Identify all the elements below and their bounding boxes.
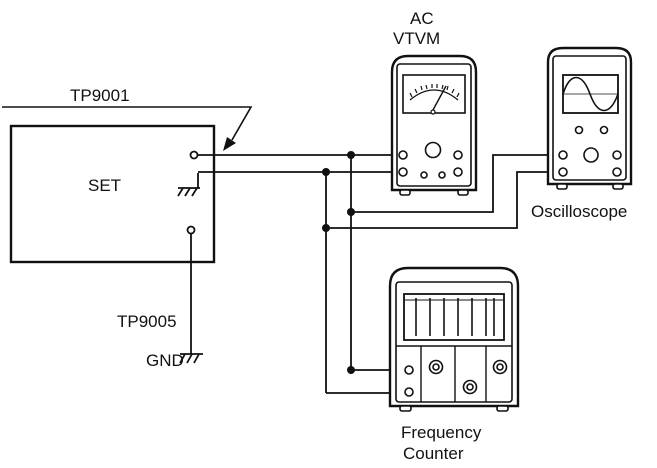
osc-main-knob (583, 147, 599, 163)
osc-ground-terminal (558, 167, 568, 177)
counter-feet (399, 405, 509, 412)
ac-vtvm: AC VTVM (390, 9, 478, 196)
vtvm-knob (453, 167, 463, 177)
frequency-counter-label-line2: Counter (403, 444, 464, 463)
junction-dot (322, 168, 330, 176)
osc-input-terminal (558, 150, 568, 160)
frequency-counter: Frequency Counter (388, 266, 520, 463)
osc-feet (556, 183, 624, 190)
counter-display (403, 293, 505, 341)
vtvm-knob (438, 171, 446, 179)
osc-controls (558, 125, 622, 177)
osc-knob (599, 125, 609, 135)
tp9001-callout: TP9001 (2, 86, 253, 151)
counter-ground-terminal (404, 387, 414, 397)
counter-digit-segments (404, 298, 504, 336)
vtvm-meter-window (402, 74, 466, 114)
ac-vtvm-label-line1: AC (410, 9, 434, 28)
osc-knob (574, 125, 584, 135)
vtvm-input-terminal (398, 150, 408, 160)
vtvm-feet (399, 189, 469, 196)
junction-dot (322, 224, 330, 232)
set-label: SET (88, 176, 121, 195)
oscilloscope: Oscilloscope (531, 46, 633, 221)
meter-gauge-icon (409, 84, 460, 115)
junction-dot (347, 366, 355, 374)
junction-dot (347, 151, 355, 159)
ac-vtvm-label-line2: VTVM (393, 29, 440, 48)
osc-knob (612, 167, 622, 177)
tp9001-leader (2, 106, 253, 141)
counter-input-terminal (404, 365, 414, 375)
tp9001-label: TP9001 (70, 86, 130, 105)
osc-ground-wire (326, 171, 560, 229)
junction-dot (347, 208, 355, 216)
tp9005-callout: TP9005 GND (117, 233, 203, 370)
set-unit: SET (9, 124, 216, 264)
oscilloscope-label: Oscilloscope (531, 202, 627, 221)
set-ground-icon (177, 173, 200, 197)
gnd-ground-icon (179, 353, 203, 364)
vtvm-ground-terminal (398, 167, 408, 177)
vtvm-knob (453, 150, 463, 160)
osc-knob (612, 150, 622, 160)
vtvm-range-knob (424, 141, 442, 159)
wiring (197, 154, 560, 394)
vtvm-controls (398, 141, 463, 179)
osc-signal-wire (351, 154, 560, 213)
counter-panel-dividers (396, 345, 512, 402)
tp9005-label: TP9005 (117, 312, 177, 331)
counter-jack-inner (432, 363, 440, 371)
tp9001-arrowhead (223, 137, 236, 151)
vtvm-knob (420, 171, 428, 179)
frequency-counter-label-line1: Frequency (401, 423, 482, 442)
counter-jack-inner (496, 363, 504, 371)
junction-dots (322, 151, 355, 374)
tp9005-terminal (186, 225, 196, 235)
tp9001-terminal (189, 150, 199, 160)
counter-jack-inner (466, 383, 474, 391)
gnd-label: GND (146, 351, 184, 370)
set-box (9, 124, 216, 264)
counter-controls (404, 359, 508, 397)
